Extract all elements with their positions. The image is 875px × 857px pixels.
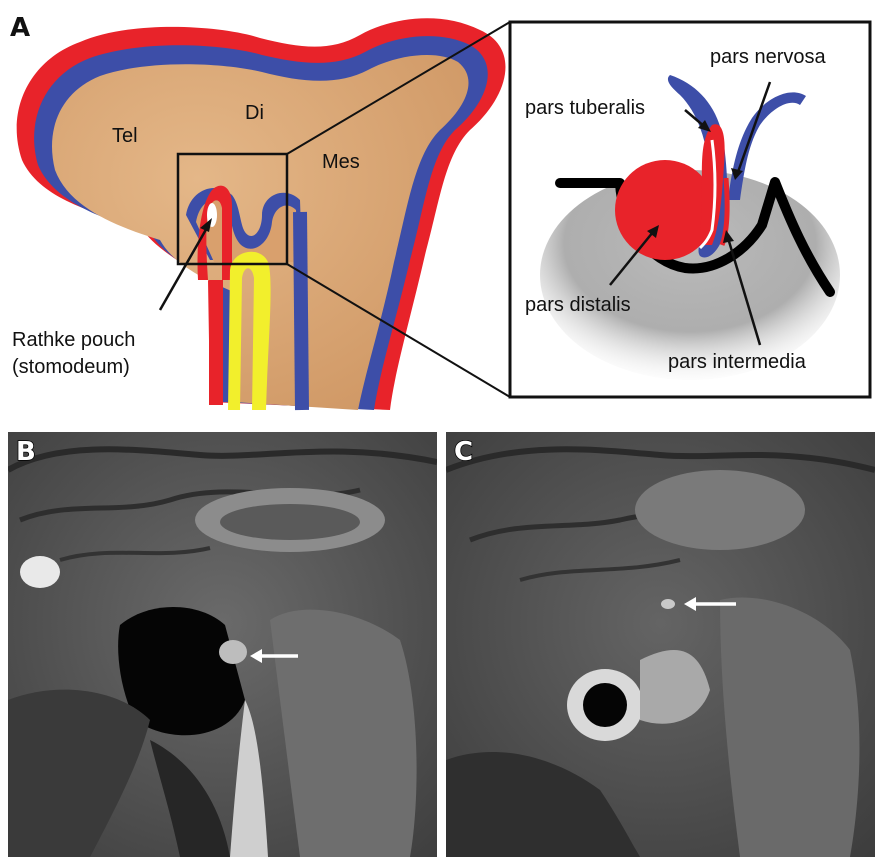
panel-c-mri: [446, 432, 875, 857]
panel-letter-c: C: [454, 437, 473, 467]
label-pars-tuberalis: pars tuberalis: [525, 97, 645, 119]
panel-letter-b: B: [16, 437, 36, 467]
label-pars-intermedia: pars intermedia: [668, 351, 807, 373]
panel-letter-a: A: [10, 13, 30, 43]
rathke-label-line1: Rathke pouch: [12, 329, 135, 351]
pituitary-inset: pars nervosa pars tuberalis pars distali…: [510, 22, 870, 397]
region-label-mes: Mes: [322, 151, 360, 173]
rathke-label-line2: (stomodeum): [12, 356, 130, 378]
panel-b-mri: [8, 432, 437, 857]
label-pars-distalis: pars distalis: [525, 294, 631, 316]
label-pars-nervosa: pars nervosa: [710, 46, 826, 68]
panel-a-embryo: Tel Di Mes Rathke pouch (stomodeum): [12, 18, 510, 410]
region-label-tel: Tel: [112, 125, 138, 147]
region-label-di: Di: [245, 102, 264, 124]
